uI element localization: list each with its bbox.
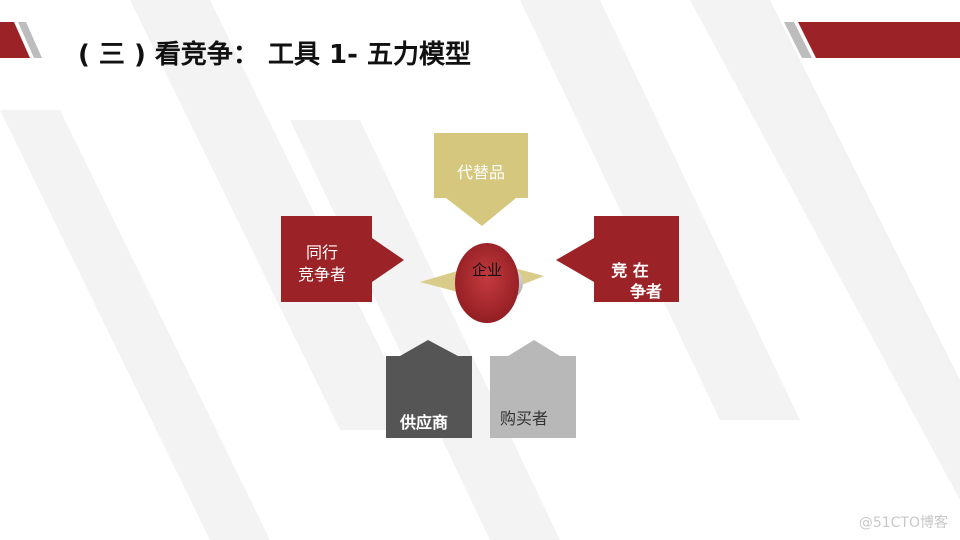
suppliers-arrow bbox=[386, 340, 472, 438]
potential-entrants-label-line1: 竞 在 bbox=[611, 261, 649, 280]
industry-competitors-label-line2: 竞争者 bbox=[297, 265, 346, 284]
industry-competitors-arrow bbox=[281, 216, 404, 302]
top-right-red-stripe bbox=[798, 22, 960, 58]
substitutes-label: 代替品 bbox=[456, 163, 505, 182]
buyers-arrow bbox=[490, 340, 576, 438]
buyers-label: 购买者 bbox=[499, 409, 548, 428]
top-left-gray-stripe bbox=[18, 22, 42, 58]
watermark: @51CTO博客 bbox=[858, 515, 948, 531]
center-enterprise-node bbox=[455, 243, 519, 323]
center-enterprise-label: 企业 bbox=[471, 261, 502, 279]
slide-title: ( 三 ) 看竞争： 工具 1- 五力模型 bbox=[78, 40, 471, 70]
substitutes-arrow bbox=[434, 133, 528, 226]
potential-entrants-label-line2: 争者 bbox=[629, 282, 662, 301]
top-left-red-stripe bbox=[0, 22, 30, 58]
suppliers-label: 供应商 bbox=[399, 413, 448, 432]
top-right-gray-stripe bbox=[784, 22, 812, 58]
industry-competitors-label-line1: 同行 bbox=[305, 243, 338, 262]
potential-entrants-arrow bbox=[556, 216, 679, 302]
